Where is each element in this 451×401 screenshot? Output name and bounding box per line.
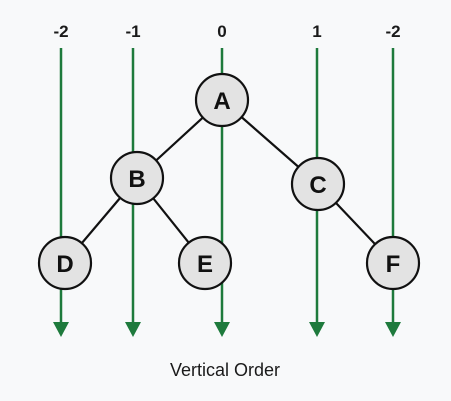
arrow-head (309, 322, 325, 337)
tree-node: D (37, 235, 93, 291)
node-circle (365, 235, 421, 291)
node-label: A (213, 88, 230, 115)
column-label: 0 (217, 22, 226, 41)
node-label: B (128, 166, 145, 193)
node-circle (194, 72, 250, 128)
node-circle (37, 235, 93, 291)
column-label: -2 (385, 22, 400, 41)
node-label: F (386, 251, 401, 278)
node-circle (177, 235, 233, 291)
tree-node: A (194, 72, 250, 128)
tree-node: F (365, 235, 421, 291)
tree-node: C (290, 156, 346, 212)
arrow-head (125, 322, 141, 337)
column-label: -2 (53, 22, 68, 41)
diagram-caption: Vertical Order (170, 360, 280, 380)
tree-node: B (109, 150, 165, 206)
column-label: 1 (312, 22, 321, 41)
arrow-head (214, 322, 230, 337)
arrow-head (385, 322, 401, 337)
node-circle (109, 150, 165, 206)
node-circle (290, 156, 346, 212)
node-label: E (197, 251, 213, 278)
node-label: C (309, 172, 326, 199)
arrow-head (53, 322, 69, 337)
arrow-heads (53, 322, 401, 337)
column-label: -1 (125, 22, 140, 41)
node-label: D (56, 251, 73, 278)
tree-node: E (177, 235, 233, 291)
